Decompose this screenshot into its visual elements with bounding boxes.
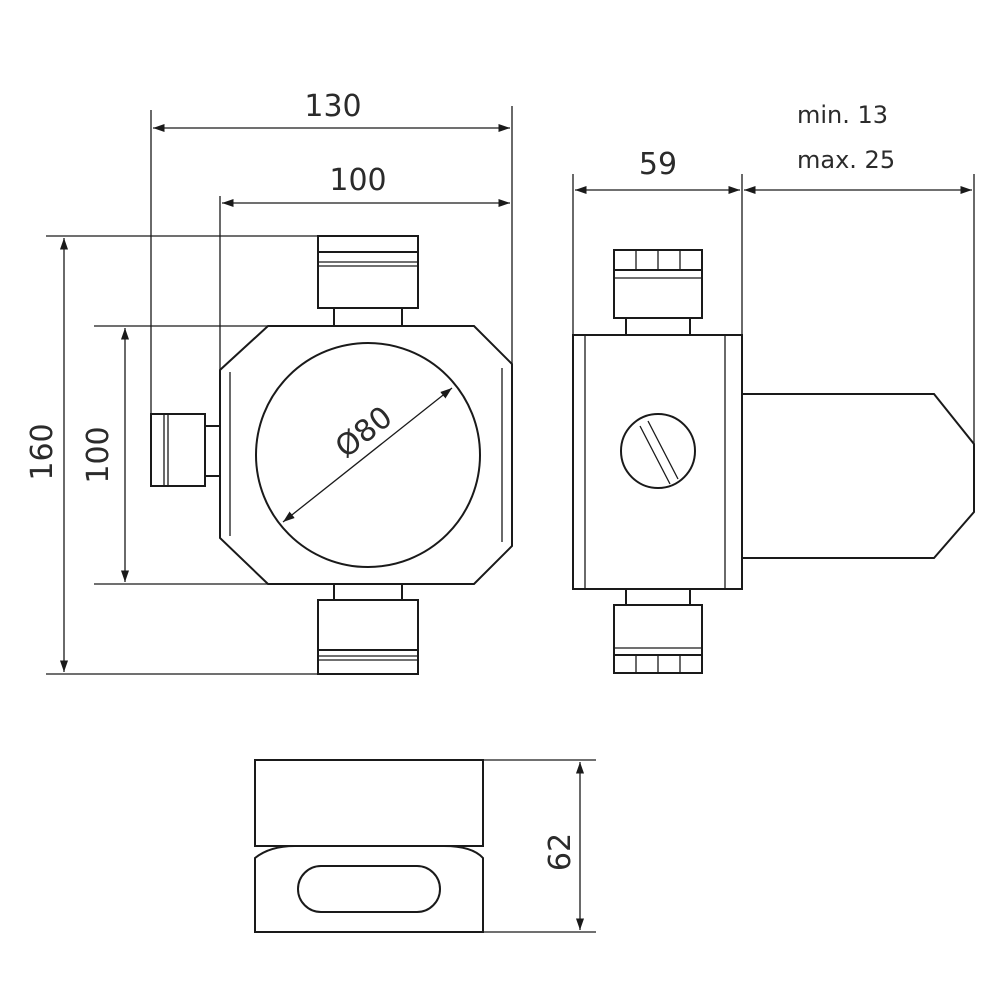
dim-100-width: 100 [219, 163, 510, 370]
bottom-lower-block [254, 845, 484, 933]
dim-stroke: min. 13 max. 25 [744, 101, 975, 444]
front-view: 130 100 160 100 Ø80 [25, 89, 513, 675]
dim-100-height-label: 100 [81, 426, 116, 483]
bottom-view: 62 [254, 759, 596, 933]
bottom-slot [297, 865, 441, 913]
dim-59-label: 59 [639, 147, 677, 182]
bottom-top-block [254, 759, 484, 847]
top-connector [317, 235, 419, 327]
dim-130-label: 130 [304, 89, 361, 124]
dim-stroke-max-label: max. 25 [797, 146, 895, 174]
bottom-connector [317, 583, 419, 675]
dim-130: 130 [150, 89, 513, 414]
side-view: 59 min. 13 max. 25 [572, 101, 975, 674]
dim-diameter-label: Ø80 [329, 400, 399, 466]
side-plunger [742, 393, 975, 559]
dim-62-label: 62 [543, 833, 578, 871]
side-body [572, 334, 743, 590]
dim-stroke-min-label: min. 13 [797, 101, 888, 129]
dim-100-height: 100 [81, 325, 268, 585]
side-screw [620, 413, 696, 489]
side-top-connector [613, 249, 703, 336]
left-connector [150, 413, 221, 487]
dim-160-label: 160 [25, 423, 60, 480]
side-bottom-connector [613, 588, 703, 674]
dim-100-width-label: 100 [329, 163, 386, 198]
dim-160: 160 [25, 235, 318, 675]
dim-diameter: Ø80 [282, 387, 453, 523]
front-body [219, 325, 513, 585]
dim-59: 59 [572, 147, 743, 335]
front-circle [255, 342, 481, 568]
dim-62: 62 [483, 759, 596, 933]
